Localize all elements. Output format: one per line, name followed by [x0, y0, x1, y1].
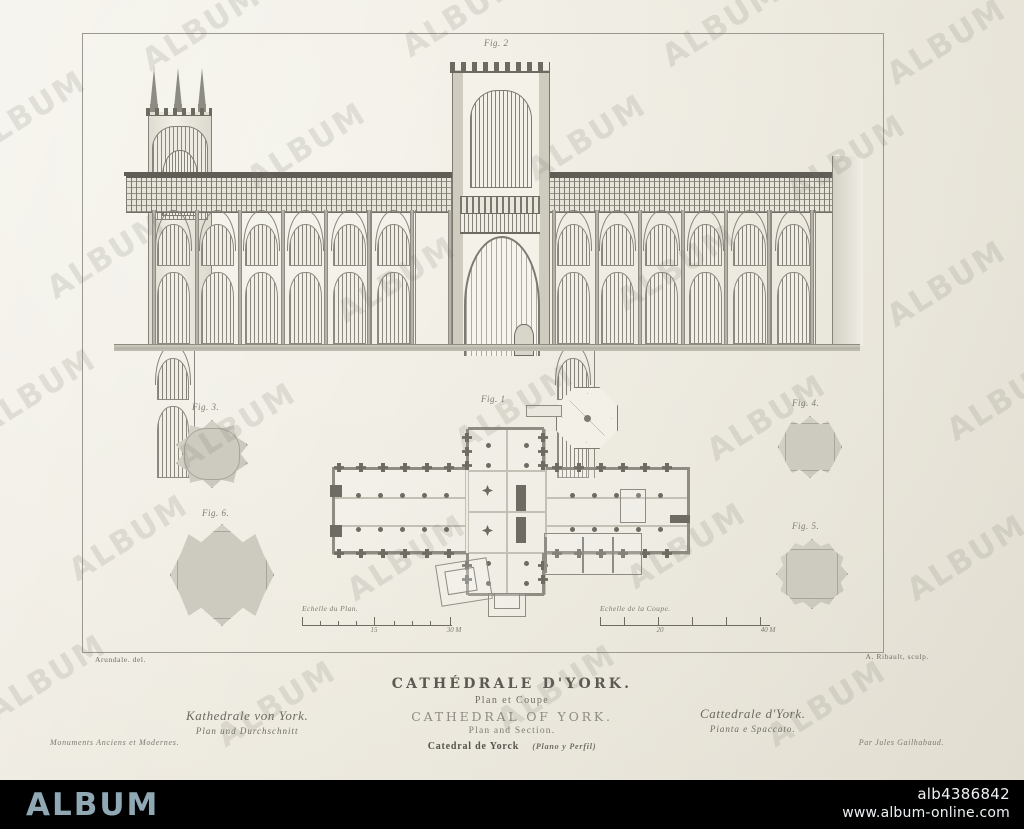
floor-plan-drawing [320, 385, 700, 630]
fig3-label: Fig. 3. [192, 402, 220, 412]
fig6-label: Fig. 6. [202, 508, 230, 518]
scale-section-label-end: 40 M [760, 626, 776, 634]
website-url[interactable]: www.album-online.com [842, 805, 1010, 821]
nave-roof-east [542, 172, 862, 176]
fig4-label: Fig. 4. [792, 398, 820, 408]
nave-roof-west [124, 172, 458, 176]
subtitle-german: Plan und Durchschnitt [195, 726, 299, 736]
pier-section-fig4 [778, 416, 842, 478]
footer-bar: ALBUM alb4386842 www.album-online.com [0, 780, 1024, 829]
pier-section-fig5 [776, 539, 848, 609]
image-id: alb4386842 [917, 785, 1010, 803]
album-logo: ALBUM [26, 787, 160, 823]
publisher-credit: Par Jules Gailhabaud. [858, 738, 944, 747]
scale-section-title: Echelle de la Coupe. [600, 604, 671, 613]
title-french: CATHÉDRALE D'YORK. [391, 676, 633, 692]
pier-section-fig6 [170, 524, 274, 626]
ground-line [114, 344, 860, 350]
fig1-label: Fig. 1 [481, 394, 506, 404]
title-spanish-text: Catedral de Yorck [427, 741, 520, 752]
caption-block-center: CATHÉDRALE D'YORK. Plan et Coupe CATHEDR… [0, 676, 1024, 752]
title-english: CATHEDRAL OF YORK. [411, 709, 613, 724]
series-title: Monuments Anciens et Modernes. [50, 738, 180, 747]
nave-arcade-west [152, 210, 452, 478]
scale-plan-line [302, 616, 452, 626]
scale-bar-section: Echelle de la Coupe. 20 40 M [600, 604, 775, 636]
fig5-label: Fig. 5. [792, 521, 820, 531]
scale-section-label-mid: 20 [656, 626, 664, 634]
clerestory-east [544, 176, 860, 213]
elevation-section-drawing [96, 48, 872, 478]
subtitle-spanish: (Plano y Perfil) [532, 742, 597, 751]
plate-border-frame [82, 33, 884, 653]
central-crossing-tower [450, 56, 550, 356]
south-aisle-chapels [544, 533, 642, 575]
chapter-house-vestibule [526, 405, 562, 417]
title-german: Kathedrale von York. [186, 708, 309, 723]
subtitle-english: Plan and Section. [468, 726, 556, 736]
south-chapel-inner [444, 566, 478, 596]
ground-shadow [114, 349, 860, 351]
caption-block-german: Kathedrale von York. Plan und Durchschni… [186, 708, 308, 736]
chapter-house-plan [556, 387, 618, 449]
scale-bar-plan: Echelle du Plan. 15 30 M [302, 604, 461, 636]
engraver-credit: A. Ribault, sculp. [865, 652, 929, 661]
clerestory-west [126, 176, 456, 213]
scale-plan-title: Echelle du Plan. [302, 604, 359, 613]
east-end-wall [832, 156, 863, 346]
subtitle-french: Plan et Coupe [474, 695, 550, 706]
title-italian: Cattedrale d'York. [700, 706, 806, 721]
title-spanish: Catedral de Yorck (Plano y Perfil) [0, 741, 1024, 752]
draftsman-credit: Arundale. del. [95, 655, 147, 664]
subtitle-italian: Pianta e Spaccato. [709, 724, 796, 734]
south-porch-inner [494, 593, 520, 609]
scale-plan-label-mid: 15 [370, 626, 378, 634]
caption-block-italian: Cattedrale d'York. Pianta e Spaccato. [700, 706, 806, 734]
scale-plan-label-end: 30 M [446, 626, 462, 634]
fig2-label: Fig. 2 [484, 38, 509, 48]
choir-arcade-east [552, 210, 852, 478]
pier-section-fig3 [176, 420, 248, 488]
choir-fitting [620, 489, 646, 523]
scale-section-line [600, 616, 770, 626]
